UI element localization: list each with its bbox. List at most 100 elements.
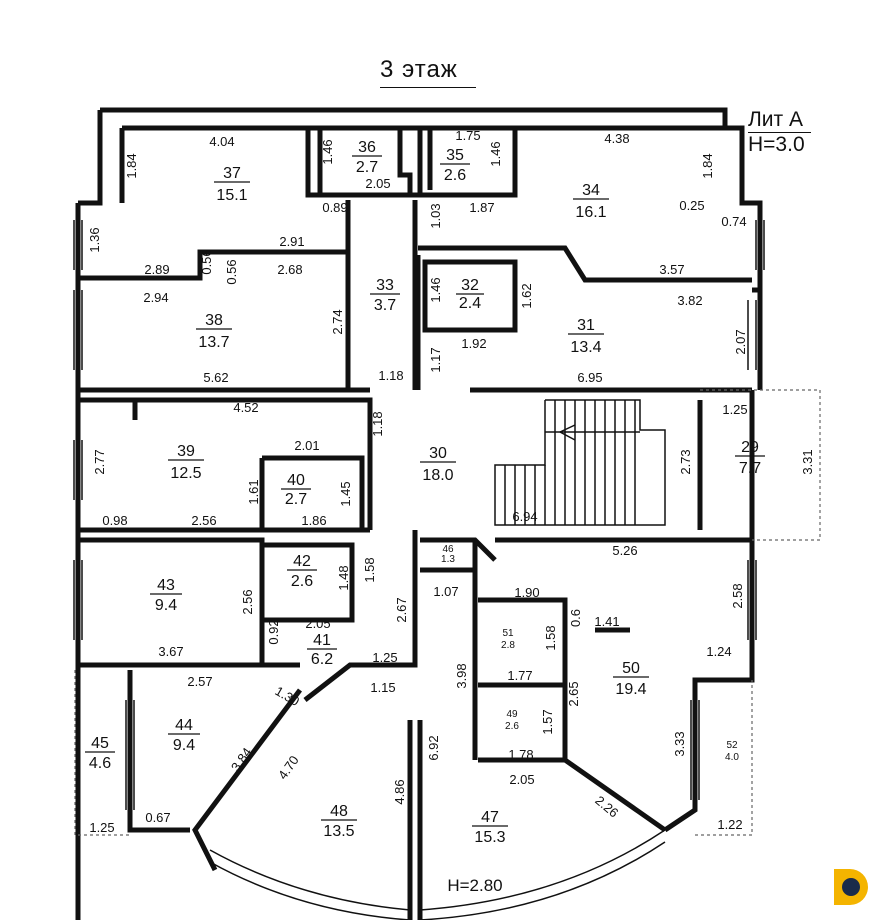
dimension-label: 1.90 xyxy=(514,585,539,600)
dimension-label: 2.89 xyxy=(144,262,169,277)
dimension-label: 1.17 xyxy=(428,347,443,372)
brand-logo-icon xyxy=(834,869,868,905)
room-area: 9.4 xyxy=(155,597,177,614)
room-area: 2.6 xyxy=(505,721,519,732)
dimension-label: 2.94 xyxy=(143,290,168,305)
dimension-label: 2.05 xyxy=(509,772,534,787)
dimension-label: 0.6 xyxy=(568,609,583,627)
room-number: 32 xyxy=(461,277,479,294)
room-number: 38 xyxy=(205,312,223,329)
dimension-label: 1.18 xyxy=(370,411,385,436)
dimension-label: 2.65 xyxy=(566,681,581,706)
dimension-label: 1.45 xyxy=(338,481,353,506)
room-number: 37 xyxy=(223,165,241,182)
room-area: 3.7 xyxy=(374,297,396,314)
dimension-label: 1.15 xyxy=(370,680,395,695)
dimension-label: 2.57 xyxy=(187,674,212,689)
dimension-label: 4.04 xyxy=(209,134,234,149)
room-area: 13.7 xyxy=(198,334,229,351)
dimension-label: 2.05 xyxy=(305,616,330,631)
ceiling-height-label: H=2.80 xyxy=(447,876,502,895)
dimension-label: 2.56 xyxy=(191,513,216,528)
room-number: 31 xyxy=(577,317,595,334)
dimension-label: 2.74 xyxy=(330,309,345,334)
room-area: 7.7 xyxy=(739,460,761,477)
dimension-label: 3.57 xyxy=(659,262,684,277)
dimension-label: 0.89 xyxy=(322,200,347,215)
dimension-label: 1.46 xyxy=(428,277,443,302)
dimension-label: 1.86 xyxy=(301,513,326,528)
dimension-label: 1.22 xyxy=(717,817,742,832)
room-area: 1.3 xyxy=(441,554,455,565)
room-number: 39 xyxy=(177,443,195,460)
room-number: 51 xyxy=(502,628,514,639)
dimension-label: 1.18 xyxy=(378,368,403,383)
dimension-label: 2.73 xyxy=(678,449,693,474)
room-area: 2.8 xyxy=(501,640,515,651)
dimension-label: 2.07 xyxy=(733,329,748,354)
dimension-label: 1.61 xyxy=(246,479,261,504)
dimension-label: 0.98 xyxy=(102,513,127,528)
room-area: 15.1 xyxy=(216,187,247,204)
room-area: 2.6 xyxy=(444,167,466,184)
room-area: 6.2 xyxy=(311,651,333,668)
room-number: 30 xyxy=(429,445,447,462)
dimension-label: 4.70 xyxy=(275,753,302,782)
stair-treads xyxy=(504,400,640,525)
dimension-label: 4.86 xyxy=(392,779,407,804)
dimension-label: 1.84 xyxy=(124,153,139,178)
height-label: H=3.0 xyxy=(748,133,805,156)
dimension-label: 2.01 xyxy=(294,438,319,453)
dimension-label: 1.25 xyxy=(372,650,397,665)
walls xyxy=(73,107,821,920)
dimension-label: 1.58 xyxy=(543,625,558,650)
room-area: 19.4 xyxy=(615,681,646,698)
dimension-label: 1.25 xyxy=(722,402,747,417)
lit-label: Лит А xyxy=(748,108,811,133)
dimension-label: 2.67 xyxy=(394,597,409,622)
dimension-label: 4.52 xyxy=(233,400,258,415)
dimension-label: 4.38 xyxy=(604,131,629,146)
dimension-label: 6.94 xyxy=(512,509,537,524)
dimension-label: 6.95 xyxy=(577,370,602,385)
floor-title: 3 этаж xyxy=(380,56,476,88)
dimension-label: 3.82 xyxy=(677,293,702,308)
dimension-label: 0.74 xyxy=(721,214,746,229)
room-area: 9.4 xyxy=(173,737,195,754)
dimension-label: 1.58 xyxy=(362,557,377,582)
dimension-label: 0.56 xyxy=(224,259,239,284)
room-number: 34 xyxy=(582,182,600,199)
dimension-label: 0.92 xyxy=(266,619,281,644)
dimension-label: 0.67 xyxy=(145,810,170,825)
lit-block-label: Лит А H=3.0 xyxy=(748,108,811,157)
dimension-label: 1.46 xyxy=(320,139,335,164)
room-area: 2.4 xyxy=(459,295,481,312)
room-underlines xyxy=(85,155,765,827)
room-area: 4.6 xyxy=(89,755,111,772)
dimension-label: 1.48 xyxy=(336,565,351,590)
room-number: 41 xyxy=(313,632,331,649)
dimension-label: 2.91 xyxy=(279,234,304,249)
dimension-label: 1.36 xyxy=(87,227,102,252)
room-number: 42 xyxy=(293,553,311,570)
dimension-label: 3.67 xyxy=(158,644,183,659)
room-area: 16.1 xyxy=(575,204,606,221)
dimension-label: 1.41 xyxy=(594,614,619,629)
dimension-label: 3.31 xyxy=(800,449,815,474)
dimension-label: 1.84 xyxy=(700,153,715,178)
dimension-label: 1.87 xyxy=(469,200,494,215)
room-number: 50 xyxy=(622,660,640,677)
dimension-label: 5.26 xyxy=(612,543,637,558)
dimension-label: 1.62 xyxy=(519,283,534,308)
dimension-label: 2.77 xyxy=(92,449,107,474)
dimension-label: 2.68 xyxy=(277,262,302,277)
room-number: 33 xyxy=(376,277,394,294)
dimension-label: 3.33 xyxy=(672,731,687,756)
room-number: 36 xyxy=(358,139,376,156)
room-number: 45 xyxy=(91,735,109,752)
room-area: 2.7 xyxy=(285,491,307,508)
room-area: 2.7 xyxy=(356,159,378,176)
dimension-label: 1.77 xyxy=(507,668,532,683)
room-number: 46 xyxy=(442,544,454,555)
